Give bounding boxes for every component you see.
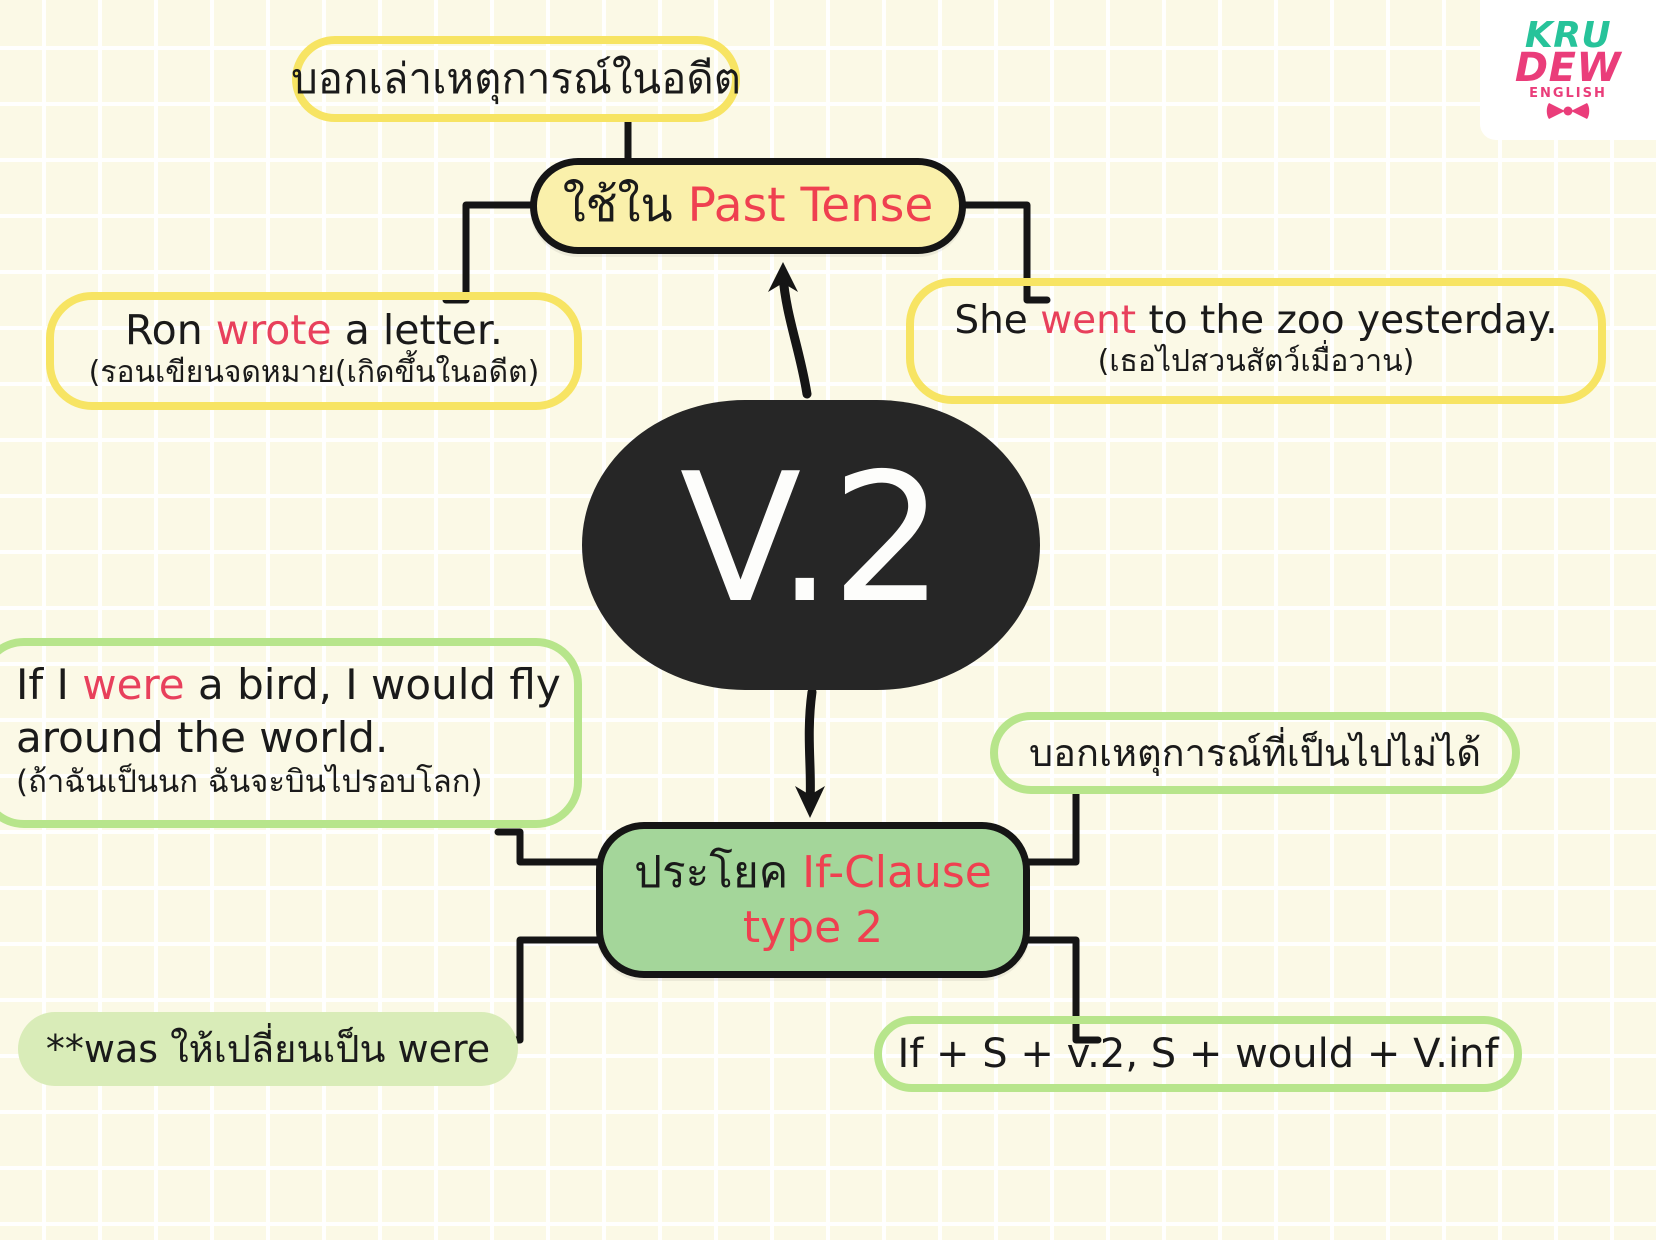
topic-if-clause[interactable]: ประโยค If-Clause type 2	[596, 822, 1030, 978]
formula-if-clause-type2-text: If + S + v.2, S + would + V.inf	[897, 1030, 1499, 1077]
example-she-went-en-accent: went	[1040, 298, 1137, 344]
example-if-i-were-en-after: a bird, I would fly	[184, 659, 561, 709]
example-if-i-were-en-line2: around the world.	[16, 712, 389, 762]
example-if-i-were-en-accent: were	[82, 659, 185, 709]
topic-past-tense-label: ใช้ใน Past Tense	[562, 177, 934, 233]
example-if-i-were-en-before: If I	[16, 659, 83, 709]
note-past-tense-usage-text: บอกเล่าเหตุการณ์ในอดีต	[291, 54, 741, 104]
example-if-i-were: If I were a bird, I would fly around the…	[0, 638, 582, 828]
bow-tie-icon	[1546, 103, 1590, 120]
example-ron-wrote-en-accent: wrote	[215, 306, 332, 355]
example-ron-wrote-en: Ron wrote a letter.	[125, 306, 503, 355]
connector-ifclause-to-warning	[494, 936, 604, 1044]
connector-pasttense-to-left-example	[442, 201, 538, 304]
hub-v2-label: V.2	[679, 435, 945, 643]
topic-past-tense[interactable]: ใช้ใน Past Tense	[530, 158, 966, 254]
connector-ifclause-to-left-example	[494, 828, 604, 866]
note-if-clause-usage-text: บอกเหตุการณ์ที่เป็นไปไม่ได้	[1029, 730, 1481, 775]
note-was-to-were-text: **was ให้เปลี่ยนเป็น were	[45, 1026, 491, 1071]
logo-line-kru: KRU	[1524, 14, 1612, 56]
example-ron-wrote-th: (รอนเขียนจดหมาย(เกิดขึ้นในอดีต)	[88, 355, 540, 391]
logo-line-english: ENGLISH	[1529, 86, 1607, 102]
arrow-hub-to-ifclause	[795, 687, 825, 818]
connector-ifclause-to-note	[1022, 786, 1102, 866]
brand-logo: KRU DEW ENGLISH	[1480, 0, 1656, 140]
topic-past-tense-th: ใช้ใน	[562, 177, 688, 233]
example-she-went-th: (เธอไปสวนสัตว์เมื่อวาน)	[1097, 344, 1415, 380]
example-ron-wrote-en-after: a letter.	[331, 306, 503, 355]
topic-if-clause-en: If-Clause	[802, 846, 992, 898]
example-she-went-en-after: to the zoo yesterday.	[1136, 298, 1558, 344]
formula-if-clause-type2: If + S + v.2, S + would + V.inf	[874, 1016, 1522, 1092]
topic-past-tense-en: Past Tense	[687, 177, 934, 233]
arrow-hub-to-pasttense	[768, 262, 812, 399]
example-she-went-en: She went to the zoo yesterday.	[954, 299, 1557, 343]
example-if-i-were-en-line1: If I were a bird, I would fly	[16, 661, 561, 708]
topic-if-clause-label-line1: ประโยค If-Clause	[634, 848, 992, 897]
note-if-clause-usage: บอกเหตุการณ์ที่เป็นไปไม่ได้	[990, 712, 1520, 794]
example-she-went-en-before: She	[954, 298, 1041, 344]
example-ron-wrote: Ron wrote a letter. (รอนเขียนจดหมาย(เกิด…	[46, 292, 582, 410]
topic-if-clause-th: ประโยค	[634, 846, 803, 898]
topic-if-clause-label-line2: type 2	[742, 902, 884, 953]
logo-line-dew: DEW	[1514, 44, 1622, 91]
hub-v2[interactable]: V.2	[582, 400, 1040, 690]
note-past-tense-usage: บอกเล่าเหตุการณ์ในอดีต	[291, 36, 741, 122]
example-she-went: She went to the zoo yesterday. (เธอไปสวน…	[906, 278, 1606, 404]
example-if-i-were-th: (ถ้าฉันเป็นนก ฉันจะบินไปรอบโลก)	[16, 763, 483, 800]
example-ron-wrote-en-before: Ron	[125, 306, 216, 355]
note-was-to-were: **was ให้เปลี่ยนเป็น were	[18, 1012, 518, 1086]
